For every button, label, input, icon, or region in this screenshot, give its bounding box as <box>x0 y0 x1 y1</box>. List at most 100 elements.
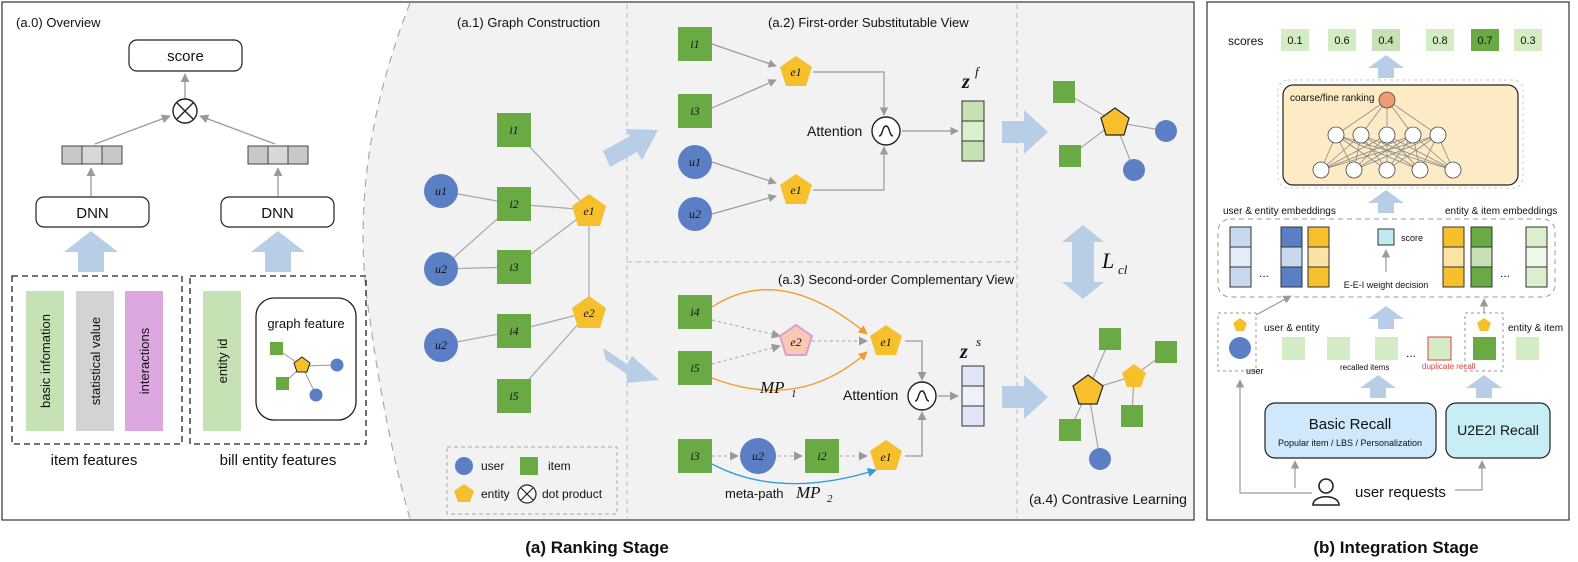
score-5: 0.3 <box>1520 35 1535 47</box>
a3-edges <box>711 289 959 485</box>
legend-user-label: user <box>481 459 504 473</box>
big-arrow-a2-to-a4 <box>1002 110 1048 154</box>
score-boxes <box>1281 29 1542 51</box>
a1-e2-label: e2 <box>583 306 594 320</box>
a3-attention-label: Attention <box>843 387 898 403</box>
a1-entities <box>572 194 606 328</box>
a3-mp2-sub: 2 <box>827 493 833 505</box>
a1-e1-label: e1 <box>583 204 594 218</box>
u2e2i-box <box>1445 402 1551 459</box>
score-1: 0.6 <box>1334 35 1349 47</box>
a1-users <box>424 174 458 362</box>
a3-title: (a.3) Second-order Complementary View <box>778 272 1015 287</box>
legend-item-label: item <box>548 459 571 473</box>
dnn-right-box <box>220 196 335 228</box>
a3-i4-label: i4 <box>690 305 699 319</box>
a3-i2-label: i2 <box>817 449 826 463</box>
feature-statistical-bar <box>76 291 114 431</box>
item-features-label: item features <box>51 452 138 469</box>
a2-edges <box>711 43 959 215</box>
arrow-recalled-to-emb <box>1368 306 1404 329</box>
big-arrow-bill-features <box>251 231 305 272</box>
a2-i1-label: i1 <box>690 37 699 51</box>
recalled-items-label: recalled items <box>1340 363 1389 372</box>
extra-item <box>1516 337 1539 360</box>
arrow-ranking-to-scores <box>1368 55 1404 78</box>
a2-attention-label: Attention <box>807 123 862 139</box>
emb-item-1 <box>1470 226 1493 288</box>
a4-graph-bottom <box>1059 328 1177 470</box>
basic-recall-title: Basic Recall <box>1309 416 1392 433</box>
small-score-box <box>1377 228 1395 246</box>
a1-i2-label: i2 <box>509 197 518 211</box>
a2-e1a-label: e1 <box>790 65 801 79</box>
user-label-small: user <box>1246 366 1264 376</box>
user-entity-emb-label: user & entity embeddings <box>1223 206 1336 217</box>
scores-label: scores <box>1228 34 1263 48</box>
a1-u2a-label: u2 <box>435 262 447 276</box>
feature-basic-bar <box>26 291 64 431</box>
bill-entity-box <box>189 275 367 445</box>
recalled-item-1 <box>1282 337 1305 360</box>
a3-z-vector <box>961 365 985 427</box>
legend-box <box>446 446 618 515</box>
user-entity-label: user & entity <box>1264 323 1320 334</box>
a3-i5-label: i5 <box>690 361 699 375</box>
entity-id-bar <box>203 291 241 431</box>
bill-entity-label: bill entity features <box>220 452 337 469</box>
recalled-ellipsis: ... <box>1406 346 1416 360</box>
a1-i1-label: i1 <box>509 123 518 137</box>
a1-i3-label: i3 <box>509 260 518 274</box>
duplicate-recall-label: duplicate recall <box>1422 362 1476 371</box>
a3-metapath-prefix: meta-path <box>725 486 784 501</box>
ranking-outer-dashed <box>1277 79 1524 189</box>
legend-item-icon <box>520 457 538 475</box>
feature-interactions-label: interactions <box>137 327 152 394</box>
entity-item-item-icon <box>1473 337 1496 360</box>
a1-u2b-label: u2 <box>435 338 447 352</box>
legend-user-icon <box>455 457 473 475</box>
entity-id-label: entity id <box>215 339 230 384</box>
score-2: 0.4 <box>1378 35 1393 47</box>
a3-z-label: z <box>959 341 968 363</box>
legend-dot-product-label: dot product <box>542 487 603 501</box>
a2-title: (a.2) First-order Substitutable View <box>768 15 969 30</box>
a4-graph-top <box>1053 81 1177 181</box>
a2-attention-icon <box>871 116 901 146</box>
a3-mp1-sub: 1 <box>791 388 797 400</box>
a2-i3-label: i3 <box>690 104 699 118</box>
emb-user-2 <box>1280 226 1303 288</box>
a3-e2-node <box>778 323 814 356</box>
basic-recall-sub: Popular item / LBS / Personalization <box>1278 438 1422 448</box>
user-entity-entity-icon <box>1233 318 1247 331</box>
request-arrows <box>1235 379 1487 494</box>
feature-statistical-label: statistical value <box>88 317 103 405</box>
a3-u2-label: u2 <box>752 449 764 463</box>
a2-u1-label: u1 <box>689 155 701 169</box>
ranking-caption: (a) Ranking Stage <box>525 538 669 557</box>
a3-u2-node <box>740 438 776 474</box>
small-score-label: score <box>1401 233 1423 243</box>
a3-e2-label: e2 <box>790 335 801 349</box>
a2-e1a-node <box>780 56 812 86</box>
feature-basic-label: basic infomation <box>38 314 53 408</box>
big-arrow-a3-to-a4 <box>1002 375 1048 419</box>
u2e2i-label: U2E2I Recall <box>1457 422 1539 438</box>
embeddings-box <box>1217 218 1556 298</box>
a1-i5-label: i5 <box>509 389 518 403</box>
a3-mp1-label: MP <box>759 378 785 397</box>
user-entity-user-icon <box>1229 337 1251 359</box>
dot-product-icon <box>172 98 198 124</box>
a2-z-sup: f <box>975 64 981 79</box>
ranking-shaded-area <box>363 3 1193 519</box>
recalled-item-3 <box>1375 337 1398 360</box>
big-arrow-a1-to-a3 <box>603 348 659 383</box>
a1-i4-label: i4 <box>509 324 518 338</box>
a3-attention-icon <box>907 381 937 411</box>
emb-user-1 <box>1229 226 1252 288</box>
a1-u1-label: u1 <box>435 184 447 198</box>
a3-mp2-label: MP <box>795 483 821 502</box>
item-features-box <box>11 275 183 445</box>
a3-i3-node <box>678 439 712 473</box>
